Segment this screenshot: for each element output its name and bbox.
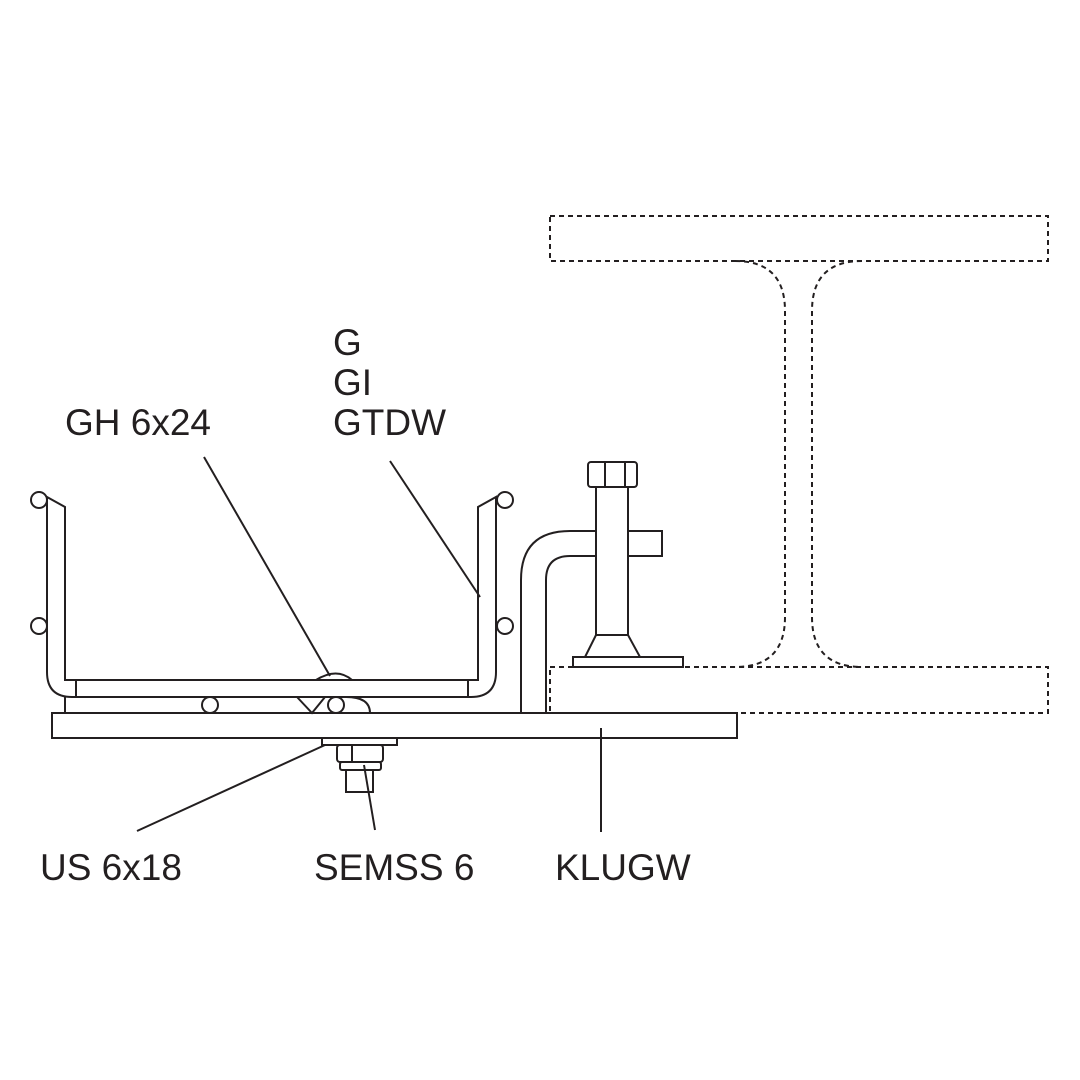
beam-clamp-bracket [520,530,663,714]
label-us: US 6x18 [40,847,182,888]
label-gtdw: GTDW [333,402,446,443]
base-plate [51,712,738,739]
label-semss: SEMSS 6 [314,847,474,888]
label-klugw: KLUGW [555,847,691,888]
leader-lines [136,456,602,832]
wire-cable-tray [30,491,514,714]
bolt-washer-nut [321,737,398,793]
clamp-bolt [572,461,684,668]
label-gh: GH 6x24 [65,402,211,443]
i-beam-outline [549,215,1049,714]
tray-clip [296,672,372,715]
label-gi: GI [333,362,372,403]
label-g: G [333,322,362,363]
